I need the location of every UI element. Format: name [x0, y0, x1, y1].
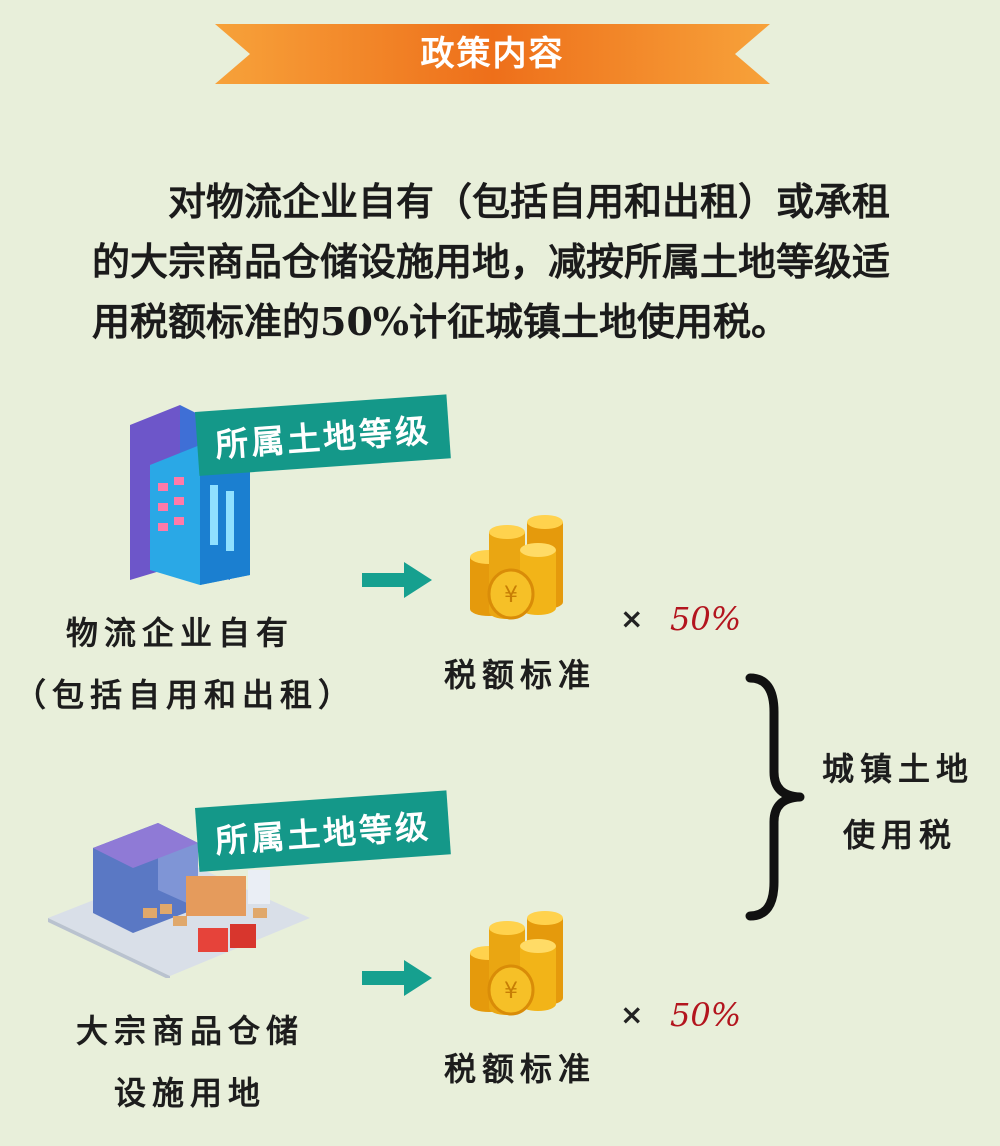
tax-rate-label: 税额标准	[443, 1050, 596, 1088]
coin-stack-icon: ¥	[470, 515, 563, 620]
land-grade-tag: 所属土地等级	[195, 790, 451, 872]
source-label: 大宗商品仓储	[75, 1012, 304, 1050]
result-label: 城镇土地	[821, 750, 974, 788]
page-title: 政策内容	[420, 34, 565, 74]
svg-text:¥: ¥	[504, 979, 518, 1004]
percent-value: 50%	[670, 996, 742, 1034]
source-sublabel: 设施用地	[113, 1074, 266, 1112]
result-sublabel: 使用税	[842, 816, 957, 854]
ribbon-banner-icon	[215, 24, 770, 84]
policy-paragraph: 对物流企业自有（包括自用和出租）或承租的大宗商品仓储设施用地，减按所属土地等级适…	[92, 179, 891, 344]
multiply-sign: ×	[620, 998, 644, 1031]
arrow-right-icon	[362, 562, 432, 598]
percent-value: 50%	[670, 600, 742, 638]
tax-rate-label: 税额标准	[443, 656, 596, 694]
right-brace-icon	[745, 673, 805, 921]
source-label: 物流企业自有	[65, 614, 294, 652]
multiply-sign: ×	[620, 602, 644, 635]
arrow-right-icon	[362, 960, 432, 996]
warehouse-icon	[48, 823, 310, 978]
coin-stack-icon: ¥	[470, 911, 563, 1016]
source-sublabel: （包括自用和出租）	[13, 676, 356, 714]
svg-text:¥: ¥	[504, 583, 518, 608]
